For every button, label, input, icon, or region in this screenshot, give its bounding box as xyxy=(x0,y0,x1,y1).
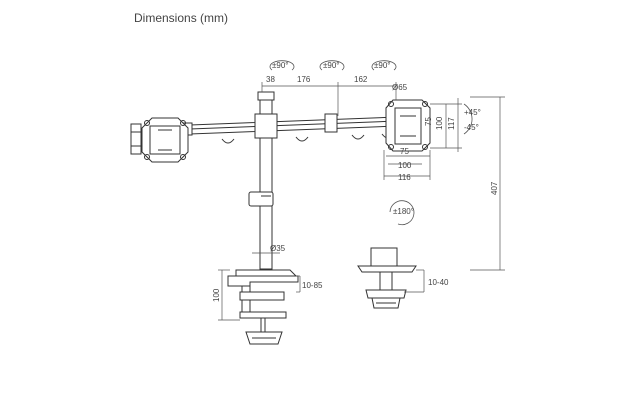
label-width-116: 116 xyxy=(398,173,411,182)
label-width-176: 176 xyxy=(297,75,311,84)
label-width-162: 162 xyxy=(354,75,368,84)
grommet-base xyxy=(357,247,417,309)
label-width-100: 100 xyxy=(398,161,412,170)
left-vesa-plate xyxy=(130,117,189,163)
label-width-75: 75 xyxy=(400,147,409,156)
label-height-117: 117 xyxy=(447,117,456,130)
label-swivel: ±180° xyxy=(393,207,414,216)
label-width-38: 38 xyxy=(266,75,275,84)
label-base-height-100: 100 xyxy=(212,288,221,302)
label-diameter-35: Ø35 xyxy=(270,244,286,253)
label-clamp-range: 10-85 xyxy=(302,281,323,290)
rotate-icon xyxy=(371,60,397,71)
swivel-icon xyxy=(389,200,415,226)
right-vesa-plate xyxy=(385,99,431,152)
label-rotate-right: ±90° xyxy=(374,61,391,70)
label-height-75: 75 xyxy=(424,117,433,126)
tilt-arrow-icon xyxy=(463,103,473,135)
label-height-407: 407 xyxy=(490,181,499,195)
label-tilt-up: +45° xyxy=(464,108,481,117)
label-tilt-down: -45° xyxy=(464,123,479,132)
label-diameter-65: Ø65 xyxy=(392,83,408,92)
rotate-icon xyxy=(319,60,345,71)
clamp-base xyxy=(227,269,299,345)
rotate-icon xyxy=(269,60,295,71)
page-title: Dimensions (mm) xyxy=(134,11,229,25)
arm xyxy=(179,113,399,144)
dimension-lines xyxy=(218,82,505,321)
label-height-100: 100 xyxy=(435,116,444,130)
pole xyxy=(248,91,275,270)
label-grommet-range: 10-40 xyxy=(428,278,449,287)
rotation-symbols xyxy=(269,60,473,226)
label-rotate-mid: ±90° xyxy=(323,61,340,70)
label-rotate-left: ±90° xyxy=(272,61,289,70)
